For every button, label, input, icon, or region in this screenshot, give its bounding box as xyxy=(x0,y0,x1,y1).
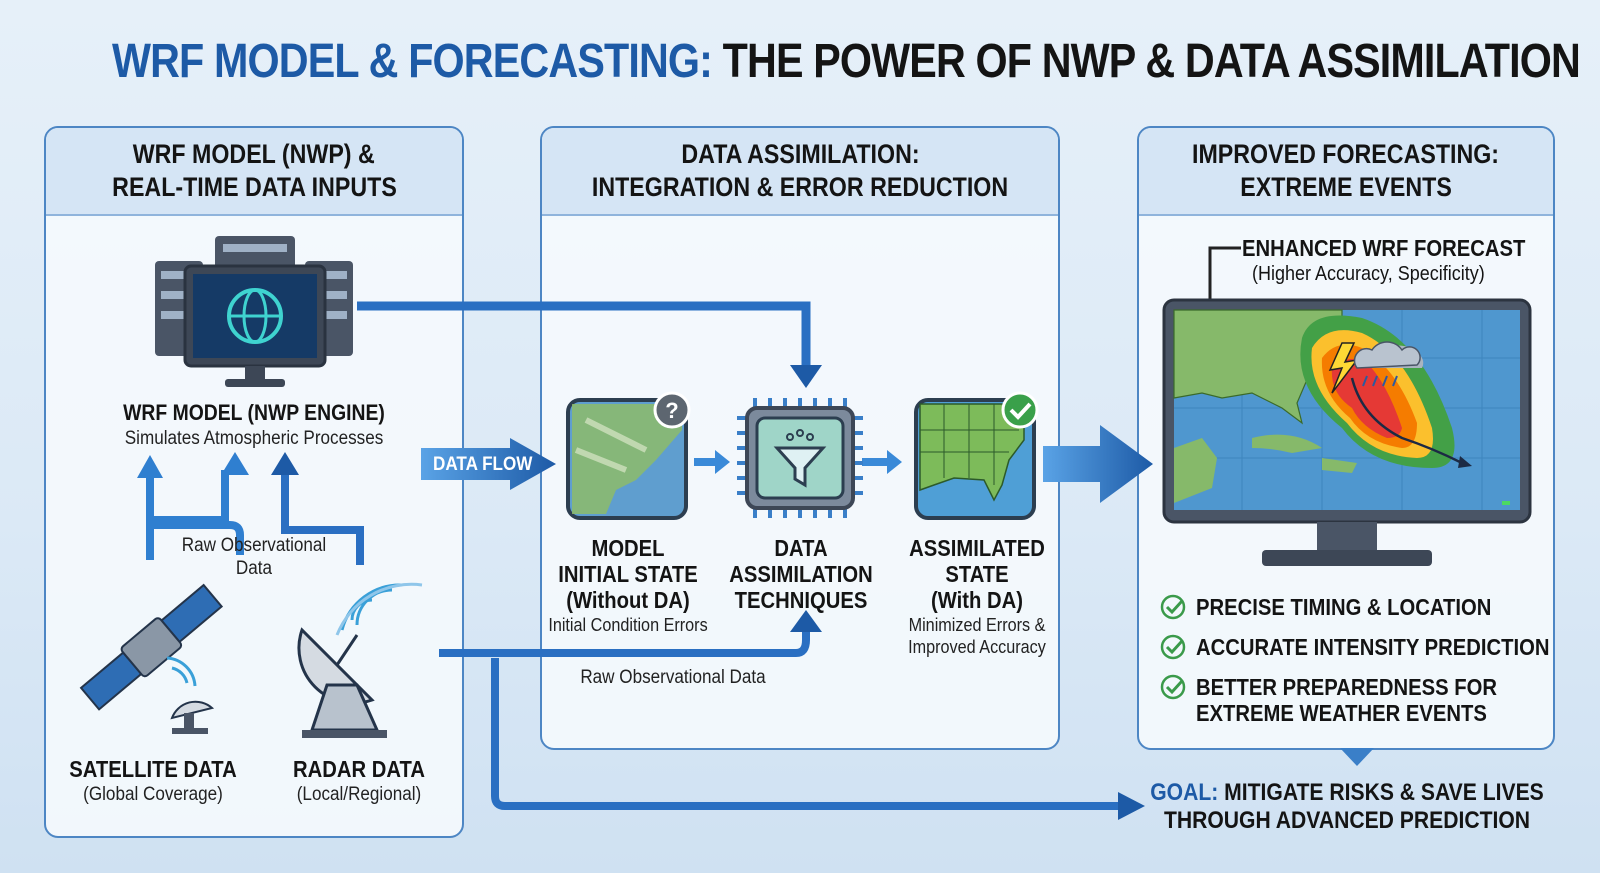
satellite-title: SATELLITE DATA xyxy=(69,756,237,782)
goal-line-1: GOAL: MITIGATE RISKS & SAVE LIVES xyxy=(1150,779,1544,806)
radar-title: RADAR DATA xyxy=(293,756,425,782)
check-circle-icon xyxy=(1160,674,1186,700)
raw-data-label-1: Raw Observational xyxy=(181,535,327,556)
inputs-panel: WRF MODEL (NWP) &REAL-TIME DATA INPUTS xyxy=(44,126,464,838)
goal-arrow xyxy=(491,658,1120,810)
radar-sub: (Local/Regional) xyxy=(296,784,422,805)
forecast-title: ENHANCED WRF FORECAST xyxy=(1242,235,1526,261)
svg-text:?: ? xyxy=(665,398,678,423)
storm-track xyxy=(1350,377,1463,465)
data-flow-label: DATA FLOW xyxy=(433,454,533,475)
engine-title: WRF MODEL (NWP ENGINE) xyxy=(123,400,385,425)
satellite-icon xyxy=(79,583,224,734)
radar-to-da-arrow xyxy=(439,630,810,657)
assimilation-panel-header: DATA ASSIMILATION:INTEGRATION & ERROR RE… xyxy=(542,128,1058,216)
radar-to-da-arrowhead xyxy=(790,610,822,632)
inputs-panel-header: WRF MODEL (NWP) &REAL-TIME DATA INPUTS xyxy=(46,128,462,216)
server-to-da-arrowhead xyxy=(790,365,822,388)
to-forecast-arrow xyxy=(1043,425,1153,503)
server-to-da-arrow xyxy=(357,301,811,370)
radar-up-arrow xyxy=(281,470,364,565)
radar-dish-icon xyxy=(297,582,423,738)
funnel-chip-icon xyxy=(737,398,863,518)
raw-data-label-bottom: Raw Observational Data xyxy=(580,667,766,688)
forecasting-panel-header: IMPROVED FORECASTING:EXTREME EVENTS xyxy=(1139,128,1553,216)
goal-line-2: THROUGH ADVANCED PREDICTION xyxy=(1163,807,1531,834)
engine-subtitle: Simulates Atmospheric Processes xyxy=(124,428,384,449)
goal-pointer xyxy=(1340,748,1374,766)
satellite-up-arrow xyxy=(146,475,244,555)
server-computer-icon xyxy=(155,236,353,387)
step-arrow-1 xyxy=(694,450,730,474)
goal-arrowhead xyxy=(1118,792,1145,820)
assimilated-map-icon xyxy=(914,391,1039,520)
raw-data-label-2: Data xyxy=(235,558,273,579)
page-title: WRF MODEL & FORECASTING: THE POWER OF NW… xyxy=(112,35,1581,88)
satellite-sub: (Global Coverage) xyxy=(83,784,223,805)
forecast-monitor-icon xyxy=(1162,298,1532,566)
lightning-icon xyxy=(1328,342,1359,394)
forecast-subtitle: (Higher Accuracy, Specificity) xyxy=(1252,263,1485,285)
initial-state-map-icon: ? xyxy=(566,391,691,520)
check-circle-icon xyxy=(1160,594,1186,620)
question-badge-icon xyxy=(653,391,691,429)
data-flow-arrow xyxy=(421,438,556,490)
step-arrow-2 xyxy=(862,450,902,474)
check-circle-icon xyxy=(1160,634,1186,660)
check-badge-icon xyxy=(1001,391,1039,429)
